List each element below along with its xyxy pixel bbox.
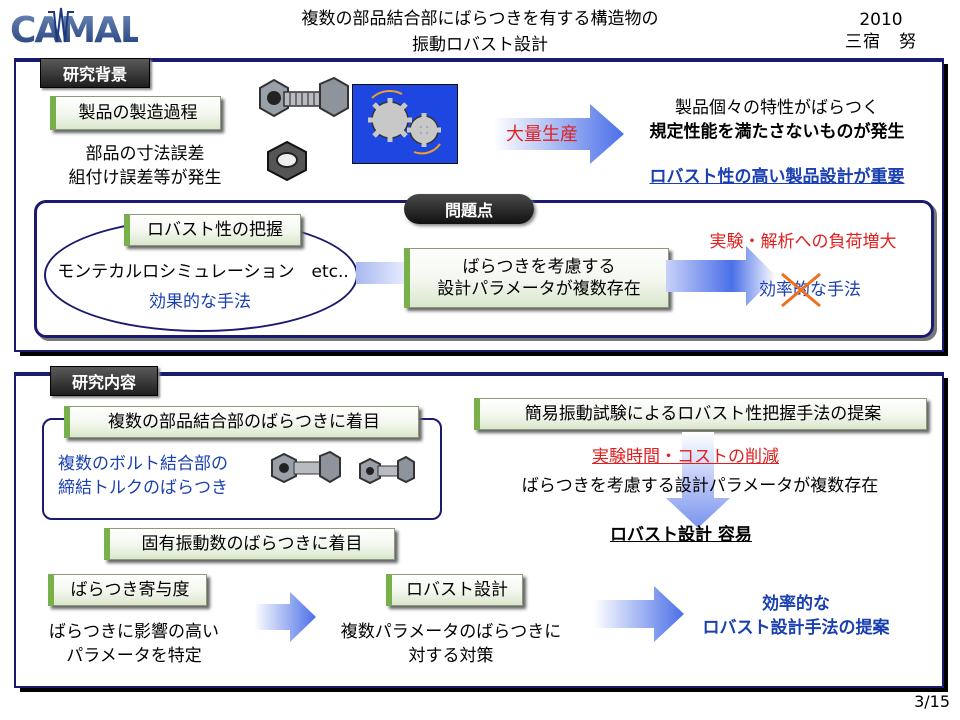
multi-param-text: ばらつきを考慮する設計パラメータが複数存在 [521,476,879,496]
mass-production-arrow [494,104,624,164]
design-line-2: 対する対策 [408,646,494,666]
bolts-image [271,450,415,485]
gears-image [352,84,458,164]
contribution-line-2: パラメータを特定 [66,646,202,666]
process-box: 製品の製造過程 [50,96,221,130]
cause-line-2: 組付け誤差等が発生 [68,168,222,188]
parameter-box-line-1: ばらつきを考慮する [462,257,616,277]
cross-mark-icon [781,272,821,308]
problem-arrow-1 [356,262,406,284]
nut-image [267,140,307,182]
content-arrow-2 [594,586,684,642]
title-line-1: 複数の部品結合部にばらつきを有する構造物の [301,9,659,29]
year: 2010 [859,10,903,30]
cause-line-1: 部品の寸法誤差 [85,144,205,164]
conclusion-text: ロバスト性の高い製品設計が重要 [649,167,905,187]
bolt-torque-text: 複数のボルト結合部の 締結トルクのばらつき [58,452,228,500]
contribution-text: ばらつきに影響の高い パラメータを特定 [24,620,244,668]
camal-logo: CAMAL [10,7,138,50]
cause-text: 部品の寸法誤差 組付け誤差等が発生 [30,142,260,190]
focus-frequency-box: 固有振動数のばらつきに着目 [104,528,395,560]
content-arrow-1 [254,592,316,642]
simple-test-box: 簡易振動試験によるロバスト性把握手法の提案 [474,398,927,430]
bolt-line-1: 複数のボルト結合部の [58,454,228,474]
vertical-arrow [666,432,730,528]
effective-method-text: 効果的な手法 [149,292,251,312]
contribution-box: ばらつき寄与度 [48,574,207,606]
final-line-2: ロバスト設計手法の提案 [702,618,890,638]
result-line-1: 製品個々の特性がばらつく [675,98,879,118]
bolt-nut-image [259,76,349,118]
mass-production-label: 大量生産 [506,124,578,145]
design-text: 複数パラメータのばらつきに 対する対策 [318,620,584,668]
svg-text:CAMAL: CAMAL [10,10,138,50]
efficient-method-crossed: 効率的な手法 [759,280,861,300]
final-line-1: 効率的な [762,594,830,614]
problem-tag: 問題点 [404,194,534,224]
slide-title: 複数の部品結合部にばらつきを有する構造物の 振動ロバスト設計 [200,6,760,58]
design-line-1: 複数パラメータのばらつきに [340,622,562,642]
result-text: 製品個々の特性がばらつく 規定性能を満たさないものが発生 [612,96,942,144]
cost-reduction-text: 実験時間・コストの削減 [592,447,779,467]
load-increase-text: 実験・解析への負荷増大 [709,232,897,252]
parameter-box-line-2: 設計パラメータが複数存在 [437,279,641,299]
parameter-box: ばらつきを考慮する 設計パラメータが複数存在 [404,248,669,308]
robust-easy-text: ロバスト設計 容易 [610,525,752,545]
monte-carlo-text: モンテカルロシミュレーション etc.. [57,262,349,282]
contribution-line-1: ばらつきに影響の高い [49,622,219,642]
final-proposal-text: 効率的な ロバスト設計手法の提案 [676,592,916,640]
focus-joints-box: 複数の部品結合部のばらつきに着目 [64,406,419,438]
problem-arrow-2 [666,246,776,306]
content-tag: 研究内容 [50,366,158,396]
author: 三宿 努 [845,32,917,52]
title-line-2: 振動ロバスト設計 [412,35,548,55]
background-tag: 研究背景 [40,58,150,88]
page-number: 3/15 [914,692,950,711]
result-line-2: 規定性能を満たさないものが発生 [649,122,905,142]
design-box: ロバスト設計 [386,574,523,606]
robust-box: ロバスト性の把握 [124,214,301,246]
bolt-line-2: 締結トルクのばらつき [58,478,228,498]
